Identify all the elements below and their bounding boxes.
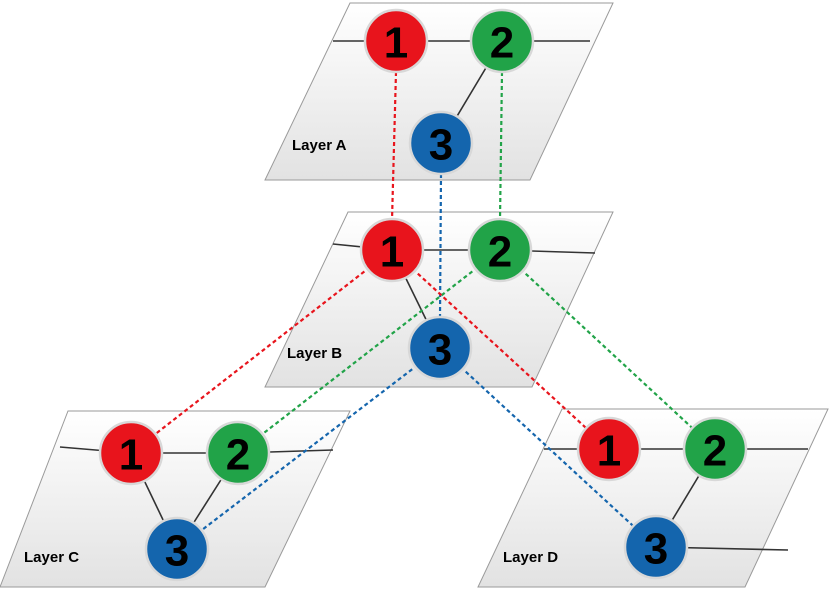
layer-c-node-1-circle xyxy=(98,420,164,486)
link-2-a-b xyxy=(498,71,504,221)
layer-c-node-2-label: 2 xyxy=(226,431,250,480)
link-3-b-c xyxy=(176,347,441,550)
layer-b-node-1: 1 xyxy=(359,217,425,283)
layer-b-node-2-label: 2 xyxy=(488,228,512,277)
layer-c-node-3-circle xyxy=(144,516,210,582)
layer-a-node-2-circle xyxy=(469,8,535,74)
link-1-b-c xyxy=(130,249,393,454)
layer-d-label: Layer D xyxy=(503,549,558,566)
layer-b-label: Layer B xyxy=(287,345,342,362)
layer-a-node-3: 3 xyxy=(408,110,474,176)
layer-c-node-3: 3 xyxy=(144,516,210,582)
link-1-a-b xyxy=(390,71,398,221)
layer-b-node-1-label: 1 xyxy=(380,228,404,277)
layer-b-node-3-label: 3 xyxy=(428,326,452,375)
link-2-b-c xyxy=(237,249,501,454)
layer-d-node-1-circle xyxy=(576,416,642,482)
layer-d-node-3-label: 3 xyxy=(644,525,668,574)
layer-d-node-2-label: 2 xyxy=(703,427,727,476)
layer-b-node-3: 3 xyxy=(407,315,473,381)
layer-b-node-3-circle xyxy=(407,315,473,381)
layer-c-node-3-label: 3 xyxy=(165,527,189,576)
layer-c-node-1-label: 1 xyxy=(119,431,143,480)
layer-a-node-3-label: 3 xyxy=(429,121,453,170)
layer-d-node-1-label: 1 xyxy=(597,427,621,476)
link-1-b-d xyxy=(391,249,610,450)
interlayer-links xyxy=(130,71,716,550)
layer-a-node-1-circle xyxy=(363,8,429,74)
layer-c-node-2-circle xyxy=(205,420,271,486)
layer-d-node-3-circle xyxy=(623,514,689,580)
layer-c-node-1: 1 xyxy=(98,420,164,486)
link-3-a-b xyxy=(438,173,443,319)
layer-a-node-2-label: 2 xyxy=(490,19,514,68)
layer-a-node-1-label: 1 xyxy=(384,19,408,68)
layer-a-node-3-circle xyxy=(408,110,474,176)
layer-d-node-1: 1 xyxy=(576,416,642,482)
layer-b-node-1-circle xyxy=(359,217,425,283)
layer-d-node-2-circle xyxy=(682,416,748,482)
layer-a-node-2: 2 xyxy=(469,8,535,74)
layer-a-label: Layer A xyxy=(292,137,347,154)
layer-d-node-3: 3 xyxy=(623,514,689,580)
layer-b-node-2: 2 xyxy=(467,217,533,283)
layer-a-node-1: 1 xyxy=(363,8,429,74)
layer-b-node-2-circle xyxy=(467,217,533,283)
layer-d-node-2: 2 xyxy=(682,416,748,482)
layer-c-node-2: 2 xyxy=(205,420,271,486)
layer-c-label: Layer C xyxy=(24,549,79,566)
